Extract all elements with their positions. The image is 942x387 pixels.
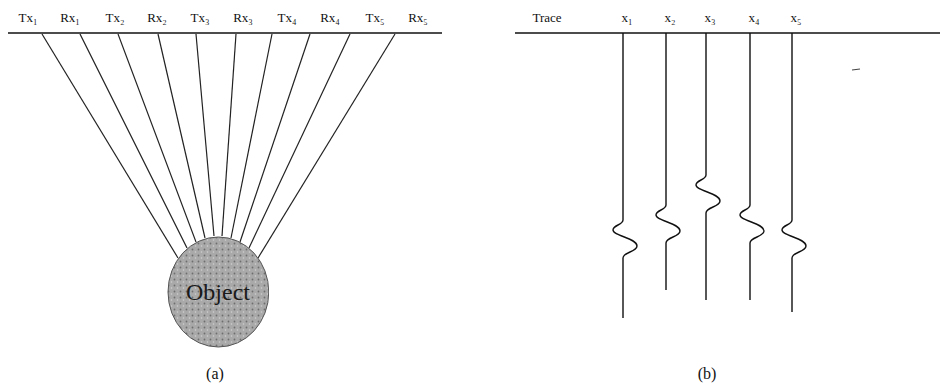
panel-caption: (b) <box>698 366 717 382</box>
panel-caption: (a) <box>206 366 224 382</box>
antenna-label: Rx₃ <box>233 11 253 24</box>
object-label: Object <box>186 280 250 304</box>
antenna-label: Rx₄ <box>320 11 340 24</box>
trace-label: x₅ <box>790 11 801 24</box>
trace-label: x₃ <box>704 11 715 24</box>
antenna-label: Tx₄ <box>278 11 297 24</box>
ray-paths <box>42 34 395 258</box>
antenna-label: Rx₁ <box>60 11 80 24</box>
antenna-label: Tx₂ <box>106 11 125 24</box>
trace-label: x₂ <box>664 11 675 24</box>
stray-mark <box>852 69 860 70</box>
axis-title: Trace <box>532 11 561 24</box>
antenna-label: Tx₃ <box>191 11 210 24</box>
object-outline <box>168 237 269 347</box>
ground-surface <box>8 32 442 34</box>
object-ellipse: Object <box>167 236 270 348</box>
antenna-label: Rx₂ <box>147 11 167 24</box>
antenna-label: Rx₅ <box>408 11 428 24</box>
trace-label: x₄ <box>748 11 759 24</box>
antenna-label: Tx₁ <box>19 11 38 24</box>
trace-label: x₁ <box>621 11 632 24</box>
time-zero-line <box>515 32 940 34</box>
antenna-label: Tx₅ <box>366 11 385 24</box>
wiggle-traces <box>613 33 806 318</box>
